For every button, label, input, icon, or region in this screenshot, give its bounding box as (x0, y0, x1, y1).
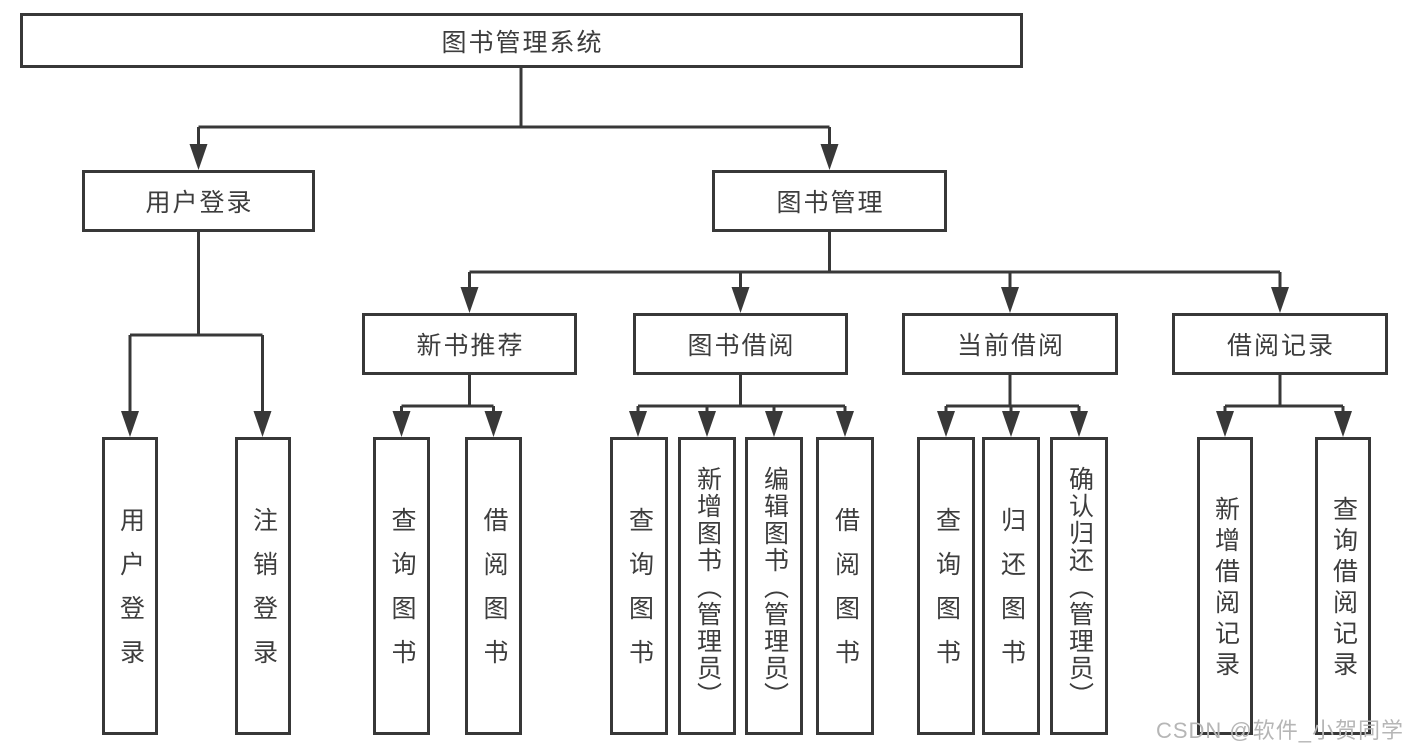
node-label: 确认归还（管理员） (1065, 465, 1094, 709)
node-label: 编辑图书（管理员） (760, 465, 789, 709)
leaf-records-query-borrow-record: 查询借阅记录 (1315, 437, 1371, 735)
csdn-watermark: CSDN @软件_小贺同学 (1155, 718, 1404, 743)
leaf-newrec-borrow-books: 借阅图书 (465, 437, 522, 735)
connector-current-borrow-to-leaves (937, 375, 1088, 437)
node-new-book-recommend: 新书推荐 (362, 313, 577, 375)
node-label: 借阅图书 (831, 507, 860, 683)
node-current-borrow: 当前借阅 (902, 313, 1118, 375)
leaf-logout: 注销登录 (235, 437, 291, 735)
node-user-login: 用户登录 (82, 170, 315, 232)
node-label: 借阅图书 (480, 507, 508, 683)
node-label: 新书推荐 (416, 332, 525, 360)
leaf-current-return-books: 归还图书 (982, 437, 1040, 735)
connector-new-book-rec-to-leaves (392, 375, 503, 437)
node-label: 借阅记录 (1226, 332, 1335, 360)
node-label: 用户登录 (145, 189, 254, 217)
node-label: 归还图书 (997, 507, 1026, 683)
leaf-borrow-edit-books-admin: 编辑图书（管理员） (745, 437, 803, 735)
node-book-management: 图书管理 (712, 170, 947, 232)
node-label: 新增图书（管理员） (693, 465, 722, 709)
node-label: 新增借阅记录 (1211, 496, 1240, 682)
node-label: 查询图书 (625, 507, 654, 683)
leaf-newrec-query-books: 查询图书 (373, 437, 430, 735)
node-label: 查询图书 (388, 507, 416, 683)
leaf-current-confirm-return-admin: 确认归还（管理员） (1050, 437, 1108, 735)
connector-root-to-level2 (189, 68, 839, 170)
connector-book-mgmt-to-level3 (460, 232, 1289, 313)
node-label: 图书管理系统 (441, 28, 604, 57)
node-label: 图书借阅 (687, 332, 796, 360)
node-label: 查询图书 (932, 507, 961, 683)
connector-borrow-records-to-leaves (1216, 375, 1352, 437)
node-label: 注销登录 (249, 507, 278, 683)
leaf-borrow-add-books-admin: 新增图书（管理员） (678, 437, 736, 735)
node-label: 图书管理 (776, 189, 885, 217)
node-label: 用户登录 (116, 507, 145, 683)
connector-user-login-to-leaves (121, 232, 272, 437)
node-book-borrow: 图书借阅 (633, 313, 848, 375)
leaf-borrow-query-books: 查询图书 (610, 437, 668, 735)
node-library-system-root: 图书管理系统 (20, 13, 1023, 68)
leaf-borrow-borrow-books: 借阅图书 (816, 437, 874, 735)
connector-book-borrow-to-leaves (629, 375, 854, 437)
leaf-records-add-borrow-record: 新增借阅记录 (1197, 437, 1253, 735)
leaf-current-query-books: 查询图书 (917, 437, 975, 735)
leaf-user-login: 用户登录 (102, 437, 158, 735)
node-label: 当前借阅 (956, 332, 1065, 360)
node-label: 查询借阅记录 (1329, 496, 1358, 682)
node-borrow-records: 借阅记录 (1172, 313, 1388, 375)
